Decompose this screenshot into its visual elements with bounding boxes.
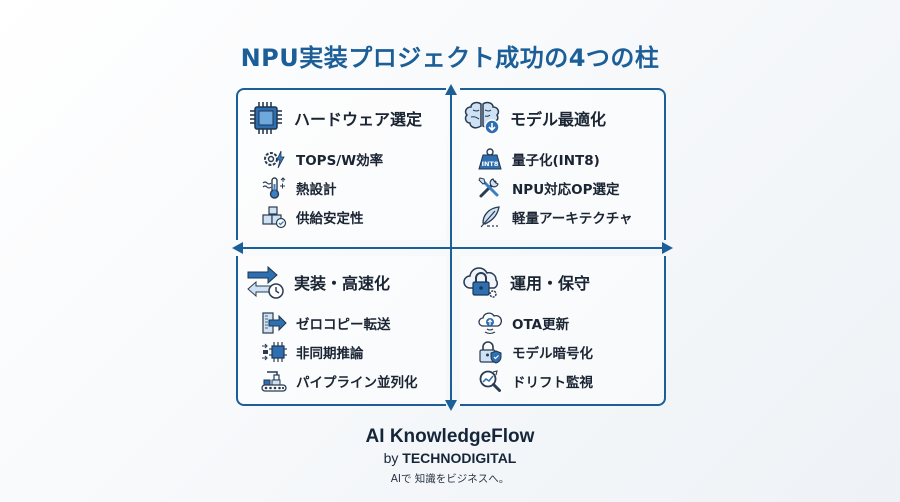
arrow-right-icon (662, 242, 673, 254)
brand-company: TECHNODIGITAL (402, 450, 517, 466)
list-item: INT8 量子化(INT8) (462, 144, 633, 173)
list-item: TOPS/W効率 (246, 144, 422, 173)
feather-icon (476, 204, 504, 230)
quadrant-operations: 運用・保守 OTA更新 (462, 264, 593, 395)
quadrant-heading: モデル最適化 (510, 110, 607, 129)
quadrant-heading-row: ハードウェア選定 (246, 100, 422, 136)
vertical-axis-line (450, 88, 452, 406)
brand-by-prefix: by (383, 450, 399, 466)
svg-text:INT8: INT8 (482, 160, 499, 168)
async-chip-icon (260, 339, 288, 365)
list-item: ドリフト監視 (462, 366, 593, 395)
conveyor-icon (260, 368, 288, 394)
list-item: 軽量アーキテクチャ (462, 202, 633, 231)
arrow-left-icon (232, 242, 243, 254)
brand-byline: by TECHNODIGITAL (0, 450, 900, 466)
brain-download-icon (462, 100, 502, 136)
list-item: モデル暗号化 (462, 337, 593, 366)
quadrant-heading: ハードウェア選定 (294, 110, 423, 129)
arrow-down-icon (445, 400, 457, 411)
arrows-clock-icon (246, 264, 286, 300)
page-title: NPU実装プロジェクト成功の4つの柱 (240, 44, 660, 72)
quadrant-hardware: ハードウェア選定 TOPS/W効率 (246, 100, 422, 231)
chip-icon (246, 100, 286, 136)
four-pillars-diagram: ハードウェア選定 TOPS/W効率 (232, 84, 673, 411)
quadrant-model: モデル最適化 INT8 量子化(INT8) NPU対応O (462, 100, 633, 231)
list-item: 非同期推論 (246, 337, 418, 366)
brand-tagline: AIで 知識をビジネスへ。 (390, 473, 510, 485)
quadrant-heading: 運用・保守 (510, 274, 591, 293)
quadrant-implementation: 実装・高速化 ゼロコピー転送 (246, 264, 418, 395)
tools-icon (476, 175, 504, 201)
list-item: 熱設計 (246, 173, 422, 202)
brand-name: AI KnowledgeFlow (365, 426, 535, 447)
cloud-lock-icon (462, 264, 502, 300)
int8-weight-icon: INT8 (476, 146, 504, 172)
arrow-up-icon (445, 84, 457, 95)
quadrant-heading-row: モデル最適化 (462, 100, 633, 136)
gear-lightning-icon (260, 146, 288, 172)
quadrant-heading: 実装・高速化 (294, 274, 391, 293)
list-item: パイプライン並列化 (246, 366, 418, 395)
cloud-upload-icon (476, 310, 504, 336)
list-item: ゼロコピー転送 (246, 308, 418, 337)
quadrant-heading-row: 運用・保守 (462, 264, 593, 300)
thermometer-icon (260, 175, 288, 201)
brand-footer: AI KnowledgeFlow by TECHNODIGITAL AIで 知識… (0, 426, 900, 486)
list-item: OTA更新 (462, 308, 593, 337)
magnifier-chart-icon (476, 368, 504, 394)
list-item: NPU対応OP選定 (462, 173, 633, 202)
list-item: 供給安定性 (246, 202, 422, 231)
lock-shield-icon (476, 339, 504, 365)
quadrant-heading-row: 実装・高速化 (246, 264, 418, 300)
boxes-check-icon (260, 204, 288, 230)
memory-arrow-icon (260, 310, 288, 336)
